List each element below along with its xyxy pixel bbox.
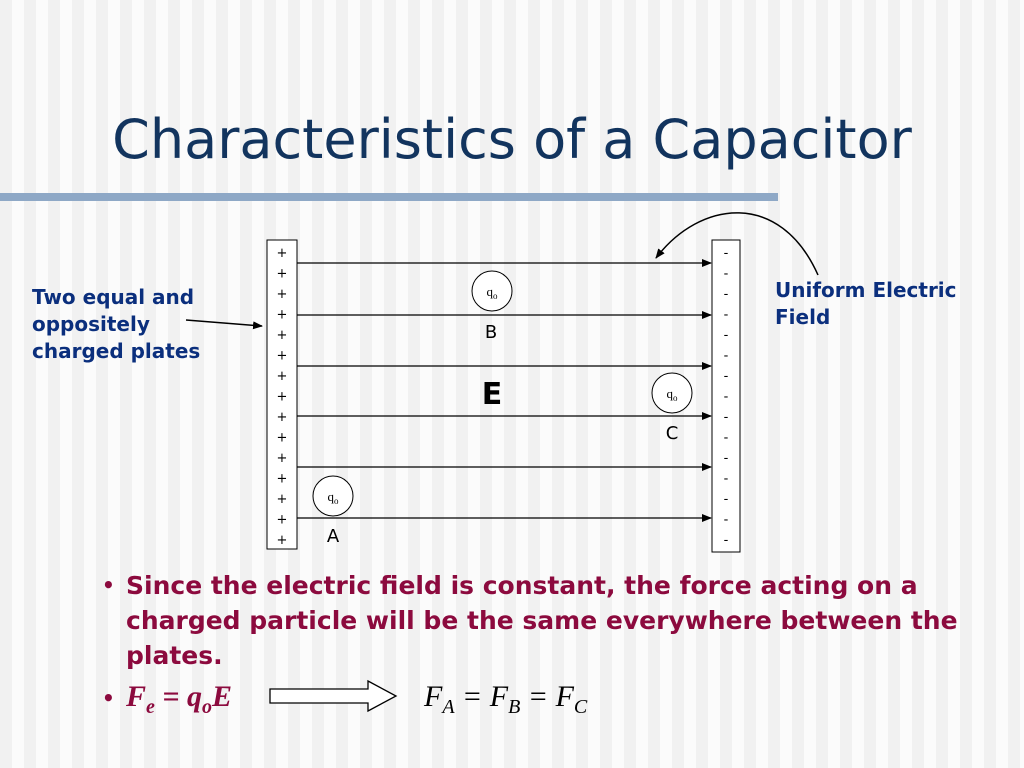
plus-sign: + — [277, 451, 288, 466]
minus-sign: - — [724, 390, 729, 405]
minus-sign: - — [724, 472, 729, 487]
charge-c — [651, 372, 693, 414]
minus-sign: - — [724, 246, 729, 261]
positive-plate — [266, 239, 298, 550]
charge-c-label: qo — [667, 386, 679, 403]
bullet-marker: • — [102, 686, 115, 710]
minus-sign: - — [724, 451, 729, 466]
positive-charges: + + + + + + + + + + + + + + + — [277, 246, 288, 548]
minus-sign: - — [724, 533, 729, 548]
plus-sign: + — [277, 246, 288, 261]
charge-a-label: qo — [328, 489, 340, 506]
field-label: Uniform Electric Field — [775, 277, 957, 331]
plates-label-line: oppositely — [32, 312, 150, 336]
charge-b-label: qo — [487, 284, 499, 301]
plus-sign: + — [277, 472, 288, 487]
formula-row: • Fe = qoE FA = FB = FC — [102, 680, 802, 720]
bullet-marker: • — [102, 573, 115, 597]
minus-sign: - — [724, 287, 729, 302]
plus-sign: + — [277, 287, 288, 302]
bullet-text: Since the electric field is constant, th… — [126, 571, 958, 670]
plates-pointer-arrow — [185, 319, 263, 330]
plus-sign: + — [277, 492, 288, 507]
field-label-line: Uniform Electric — [775, 278, 957, 302]
force-formula: Fe = qoE — [126, 680, 233, 718]
plates-label: Two equal and oppositely charged plates — [32, 284, 200, 365]
minus-sign: - — [724, 267, 729, 282]
negative-plate — [711, 239, 741, 553]
slide-title: Characteristics of a Capacitor — [112, 108, 912, 171]
point-b-label: B — [485, 322, 497, 343]
minus-sign: - — [724, 492, 729, 507]
charge-b — [471, 270, 513, 312]
minus-sign: - — [724, 308, 729, 323]
plates-label-line: Two equal and — [32, 285, 195, 309]
charge-a — [312, 475, 354, 517]
minus-sign: - — [724, 410, 729, 425]
minus-sign: - — [724, 431, 729, 446]
bullet-list: • Since the electric field is constant, … — [102, 568, 982, 673]
minus-sign: - — [724, 513, 729, 528]
field-symbol: E — [482, 377, 503, 412]
implies-arrow — [269, 679, 398, 713]
plus-sign: + — [277, 390, 288, 405]
plus-sign: + — [277, 410, 288, 425]
minus-sign: - — [724, 369, 729, 384]
plus-sign: + — [277, 267, 288, 282]
point-c-label: C — [666, 423, 679, 444]
plus-sign: + — [277, 431, 288, 446]
bullet-item: • Since the electric field is constant, … — [102, 568, 982, 673]
minus-sign: - — [724, 328, 729, 343]
plus-sign: + — [277, 513, 288, 528]
plus-sign: + — [277, 308, 288, 323]
plus-sign: + — [277, 349, 288, 364]
minus-sign: - — [724, 349, 729, 364]
negative-charges: - - - - - - - - - - - - - - - — [724, 246, 729, 548]
field-label-line: Field — [775, 305, 831, 329]
plates-label-line: charged plates — [32, 339, 201, 363]
point-a-label: A — [327, 526, 340, 547]
plus-sign: + — [277, 533, 288, 548]
plus-sign: + — [277, 369, 288, 384]
field-pointer-arrow — [655, 212, 819, 276]
plus-sign: + — [277, 328, 288, 343]
force-equality: FA = FB = FC — [424, 680, 588, 718]
title-rule — [0, 193, 778, 201]
